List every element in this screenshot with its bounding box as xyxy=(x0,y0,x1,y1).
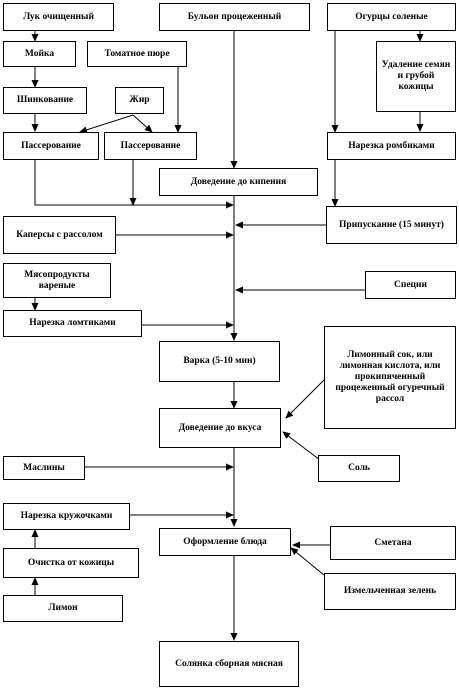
arrow-zelen-oformlenie xyxy=(290,547,325,576)
arrow-zhir-passerovanie1 xyxy=(79,114,134,134)
box-bulon: Бульон процеженный xyxy=(159,3,310,31)
box-dovedenie-kipenie: Доведение до кипения xyxy=(159,168,318,196)
box-udalenie: Удаление семян и грубой кожицы xyxy=(376,41,456,112)
box-kapersy: Каперсы с рассолом xyxy=(3,216,116,254)
box-narezka-rombikami: Нарезка ромбиками xyxy=(327,132,456,160)
box-dovedenie-vkusa: Доведение до вкуса xyxy=(159,408,281,448)
box-sol: Соль xyxy=(318,455,400,482)
box-limon: Лимон xyxy=(3,595,123,622)
arrow-zhir-passerovanie2 xyxy=(132,114,153,133)
box-passerovanie-1: Пассерование xyxy=(3,132,99,160)
box-specii: Специи xyxy=(365,271,456,299)
arrow-limonny-dovedenie xyxy=(285,379,325,419)
box-limonny: Лимонный сок, или лимонная кислота, или … xyxy=(324,326,456,429)
box-smetana: Сметана xyxy=(330,526,456,560)
box-tomat: Томатное пюре xyxy=(87,41,187,67)
box-myaso: Мясопродукты вареные xyxy=(3,263,111,298)
box-moyka: Мойка xyxy=(3,41,76,67)
box-varka: Варка (5-10 мин) xyxy=(159,341,280,382)
box-narezka-kruzhochkami: Нарезка кружочками xyxy=(3,503,130,530)
box-pripuskanie: Припускание (15 минут) xyxy=(326,206,457,244)
arrow-passerovanie1-main xyxy=(34,160,234,209)
box-zelen: Измельченная зелень xyxy=(324,573,456,610)
box-passerovanie-2: Пассерование xyxy=(104,132,197,160)
box-ochistka: Очистка от кожицы xyxy=(3,548,139,578)
box-solyanka: Солянка сборная мясная xyxy=(159,641,299,687)
box-ogurcy: Огурцы соленые xyxy=(327,3,456,31)
arrow-sol-dovedenie xyxy=(282,431,321,461)
box-narezka-lomtikami: Нарезка ломтиками xyxy=(3,310,142,337)
box-masliny: Маслины xyxy=(3,456,85,480)
box-shinkovanie: Шинкование xyxy=(3,87,87,114)
box-oformlenie: Оформление блюда xyxy=(159,528,291,556)
box-luk: Лук очищенный xyxy=(3,3,114,31)
box-zhir: Жир xyxy=(115,87,164,114)
